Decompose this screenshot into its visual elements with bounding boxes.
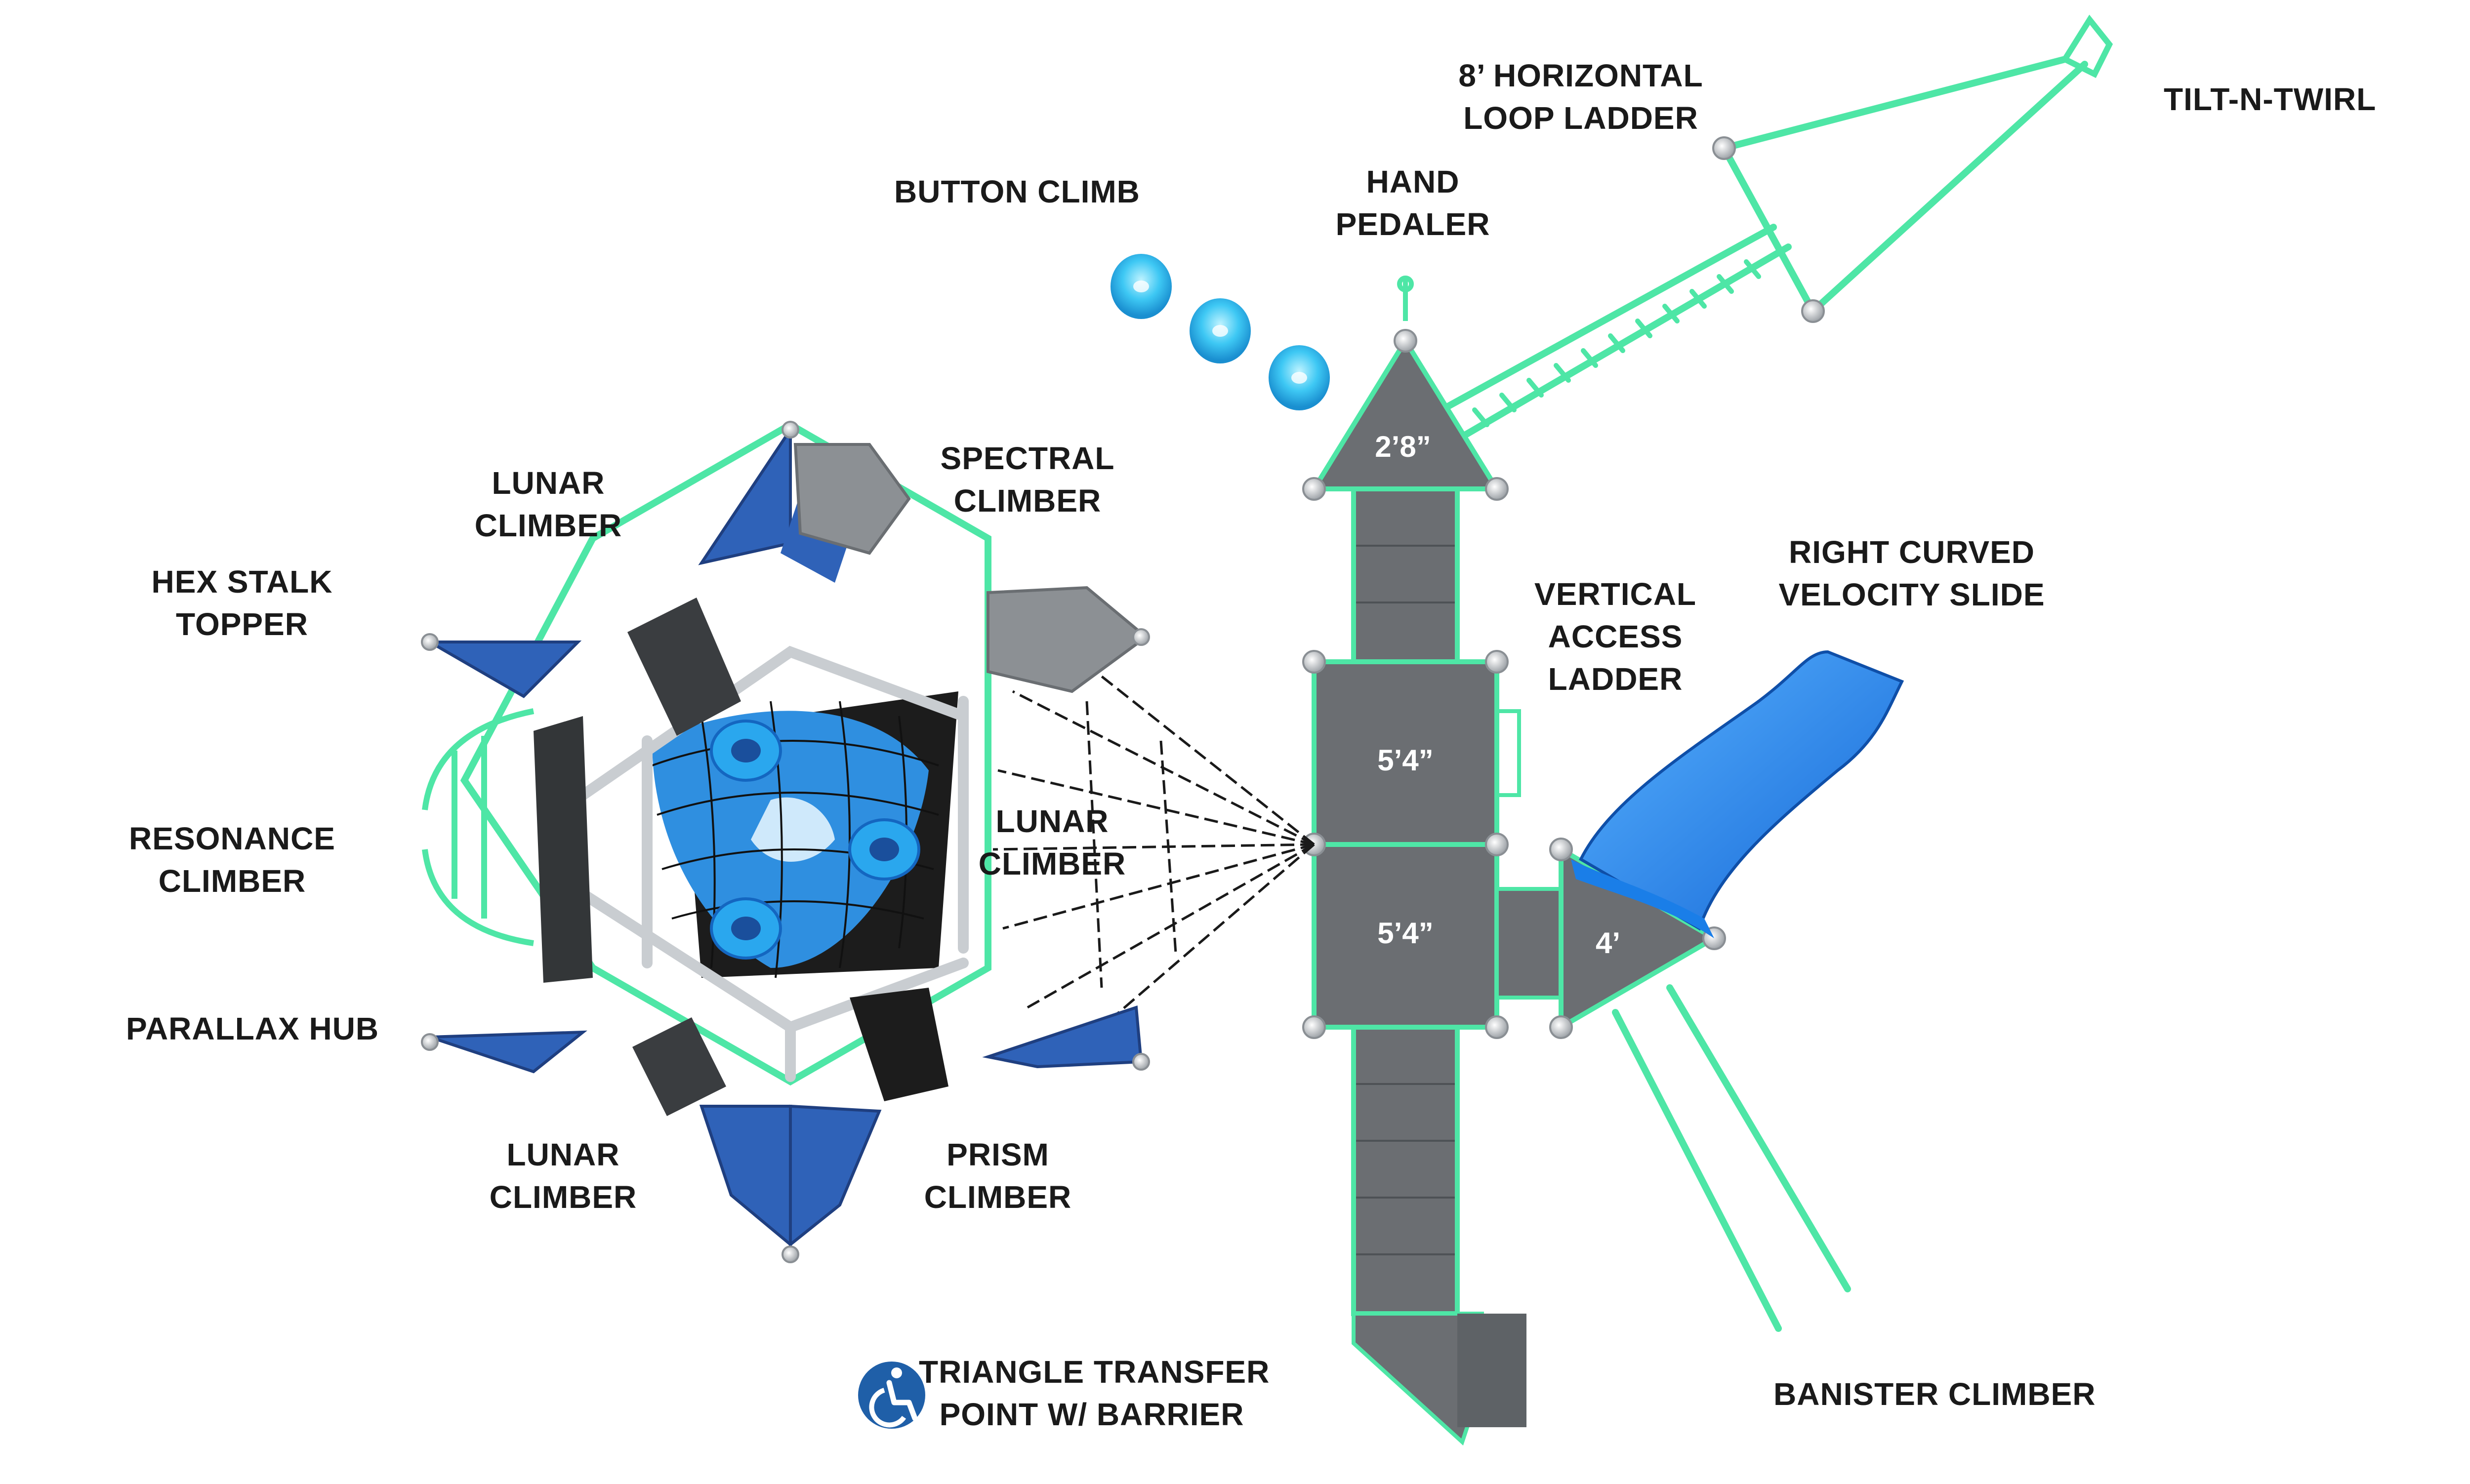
banister-climber	[1612, 984, 1851, 1332]
button-climb	[1111, 254, 1330, 410]
label-right-curved-velocity-slide: RIGHT CURVED VELOCITY SLIDE	[1778, 534, 2045, 612]
hand-pedaler	[1397, 276, 1414, 321]
label-horizontal-loop-ladder: 8’ HORIZONTAL LOOP LADDER	[1458, 58, 1703, 136]
label-prism-climber: PRISM CLIMBER	[924, 1137, 1072, 1215]
tilt-post-left	[1712, 136, 1825, 323]
label-lunar-climber-top: LUNAR CLIMBER	[474, 465, 622, 543]
label-lunar-climber-bottom: LUNAR CLIMBER	[489, 1137, 637, 1215]
resonance-climber-black	[534, 716, 593, 983]
lunar-climber-net-right	[992, 656, 1315, 1028]
deck-height-slide: 4’	[1596, 926, 1620, 960]
label-resonance-climber: RESONANCE CLIMBER	[129, 821, 335, 899]
label-hex-stalk-topper: HEX STALK TOPPER	[151, 564, 333, 642]
wheelchair-accessibility-icon	[858, 1362, 925, 1429]
label-parallax-hub: PARALLAX HUB	[126, 1011, 379, 1046]
lunar-climber-dark-panels	[627, 598, 741, 1116]
deck-tower: 2’8” 5’4” 5’4” 4’	[1310, 336, 1719, 1446]
label-tilt-n-twirl: TILT-N-TWIRL	[2164, 81, 2377, 117]
label-spectral-climber: SPECTRAL CLIMBER	[940, 441, 1115, 519]
deck-height-upper: 5’4”	[1377, 744, 1433, 777]
label-hand-pedaler: HAND PEDALER	[1335, 164, 1490, 242]
hex-stalk-topper-shape	[424, 641, 582, 698]
label-vertical-access-ladder: VERTICAL ACCESS LADDER	[1534, 576, 1696, 697]
parallax-hub	[460, 420, 991, 1086]
hub-posts	[421, 421, 1150, 1263]
label-button-climb: BUTTON CLIMB	[894, 174, 1140, 209]
tilt-n-twirl	[1721, 14, 2113, 315]
deck-height-top: 2’8”	[1375, 430, 1431, 463]
resonance-climber-shape	[422, 708, 535, 946]
lunar-climber-bottom-shape	[429, 1030, 792, 1248]
right-curved-velocity-slide	[1571, 650, 1904, 938]
horizontal-loop-ladder	[1429, 224, 1792, 443]
label-triangle-transfer-point: TRIANGLE TRANSFER POINT W/ BARRIER	[919, 1354, 1270, 1432]
label-banister-climber: BANISTER CLIMBER	[1773, 1376, 2096, 1412]
label-lunar-climber-right: LUNAR CLIMBER	[978, 803, 1126, 882]
spectral-climber-shape	[793, 443, 1149, 693]
deck-height-lower: 5’4”	[1377, 917, 1433, 950]
